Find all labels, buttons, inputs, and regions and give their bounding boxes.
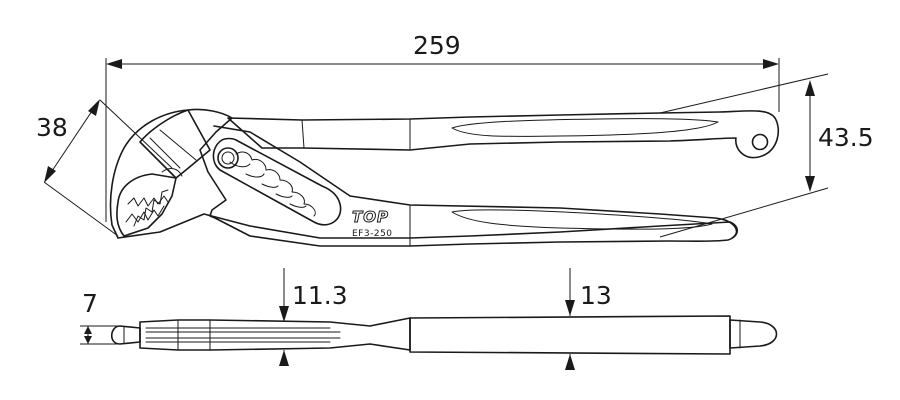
arrow-13-top [565,300,575,316]
arrow-7-top [84,326,92,334]
jaw-gripping-area [116,173,177,237]
arrow-left [106,59,122,69]
dimension-label-length: 259 [413,31,461,60]
side-jaw-nose [110,325,141,345]
side-head [139,317,411,351]
side-handle-end [729,319,778,349]
arrow-right [763,59,779,69]
adjustment-slot [212,137,342,226]
upper-collar-line [301,119,305,149]
extension-line-jaw-top [99,99,173,169]
dimension-jaw-thickness: 7 [80,289,122,345]
pivot-pin [217,147,239,169]
arrow-handle-top [805,80,815,96]
jaw-tip-curl [161,168,183,177]
arrow-11-3-top [279,306,289,322]
dimension-jaw-opening: 38 [36,99,173,237]
arrow-7-bottom [84,336,92,344]
arrow-jaw-bottom [44,166,56,183]
pliers-top-view: TOP EF3-250 [109,108,779,247]
arrow-jaw-top [88,99,100,116]
dimension-label-joint-thickness: 11.3 [292,281,348,310]
dimension-label-jaw: 38 [36,113,68,142]
pivot-pin-inner [221,151,235,165]
slot-notches [235,151,316,217]
brand-mark: TOP [352,208,389,226]
upper-jaw-outline [139,109,211,179]
pliers-side-view [110,315,778,355]
side-handle-grip [409,315,731,355]
extension-line-handle-bottom [659,187,829,238]
jaw-teeth [125,195,169,223]
upper-jaw-inner [149,129,197,169]
head-body-outline [109,108,739,247]
hang-hole [751,133,769,151]
lower-handle-grip-inner [451,209,713,230]
dimension-label-handle-thickness: 13 [580,281,612,310]
arrow-handle-bottom [805,176,815,192]
dimension-handle-width: 43.5 [659,73,874,238]
upper-handle-grip-inner [451,118,719,137]
dimension-overall-length: 259 [105,31,780,222]
dimension-joint-thickness: 11.3 [279,268,348,366]
dimension-line-jaw [45,101,99,181]
dimension-label-jaw-thickness: 7 [82,289,98,318]
model-number: EF3-250 [352,229,393,239]
side-head-layers [145,319,341,351]
lower-handle-outer [213,125,738,239]
dimension-handle-thickness: 13 [565,268,612,370]
upper-handle-outline [227,110,779,159]
dimension-label-handle-width: 43.5 [818,123,874,152]
extension-line-handle-top [659,73,829,114]
arrow-11-3-bottom [279,350,289,366]
extension-line-jaw-bottom [43,181,119,237]
arrow-13-bottom [565,354,575,370]
jaw-center-serration [133,189,169,227]
slot-notches-inner [229,161,307,208]
